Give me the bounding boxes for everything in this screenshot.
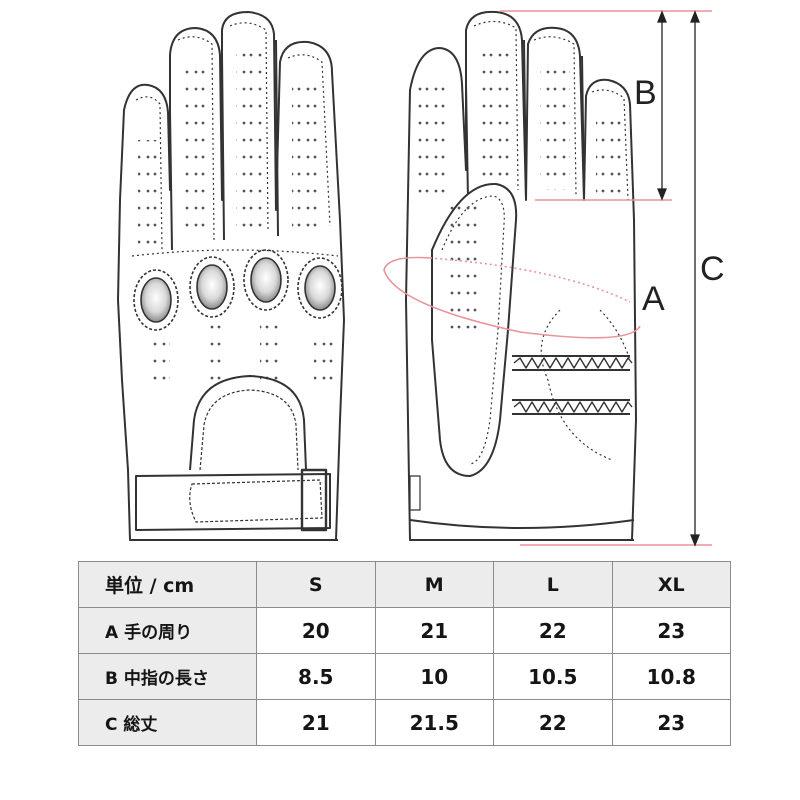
dimension-arrows	[657, 10, 700, 547]
table-cell: 21	[374, 607, 494, 654]
table-cell: 22	[493, 607, 613, 654]
label-b: B	[634, 74, 657, 112]
table-cell: 23	[611, 699, 731, 746]
unit-header: 単位 / cm	[78, 561, 257, 608]
table-cell: 8.5	[256, 653, 376, 700]
label-a: A	[642, 280, 665, 318]
glove-back-view	[117, 11, 345, 541]
table-header-row: 単位 / cm S M L XL	[78, 561, 731, 608]
table-cell: 21	[256, 699, 376, 746]
table-cell: 10.8	[611, 653, 731, 700]
size-table: 単位 / cm S M L XL A 手の周り 20 21 22 23 B 中指…	[78, 561, 731, 746]
glove-diagram	[117, 10, 712, 547]
glove-palm-view	[405, 10, 637, 541]
table-row: B 中指の長さ 8.5 10 10.5 10.8	[78, 653, 731, 700]
table-cell: 10.5	[493, 653, 613, 700]
table-cell: 22	[493, 699, 613, 746]
table-cell: 21.5	[374, 699, 494, 746]
table-row: C 総丈 21 21.5 22 23	[78, 699, 731, 746]
measure-guides	[383, 10, 712, 546]
size-header-s: S	[256, 561, 376, 608]
size-header-xl: XL	[611, 561, 731, 608]
row-label-c: C 総丈	[78, 699, 257, 746]
row-label-a: A 手の周り	[78, 607, 257, 654]
glove-palm-outline	[405, 10, 637, 541]
size-header-l: L	[493, 561, 613, 608]
table-cell: 10	[374, 653, 494, 700]
table-cell: 23	[611, 607, 731, 654]
label-c: C	[700, 250, 725, 288]
row-label-b: B 中指の長さ	[78, 653, 257, 700]
table-row: A 手の周り 20 21 22 23	[78, 607, 731, 654]
size-header-m: M	[374, 561, 494, 608]
table-cell: 20	[256, 607, 376, 654]
